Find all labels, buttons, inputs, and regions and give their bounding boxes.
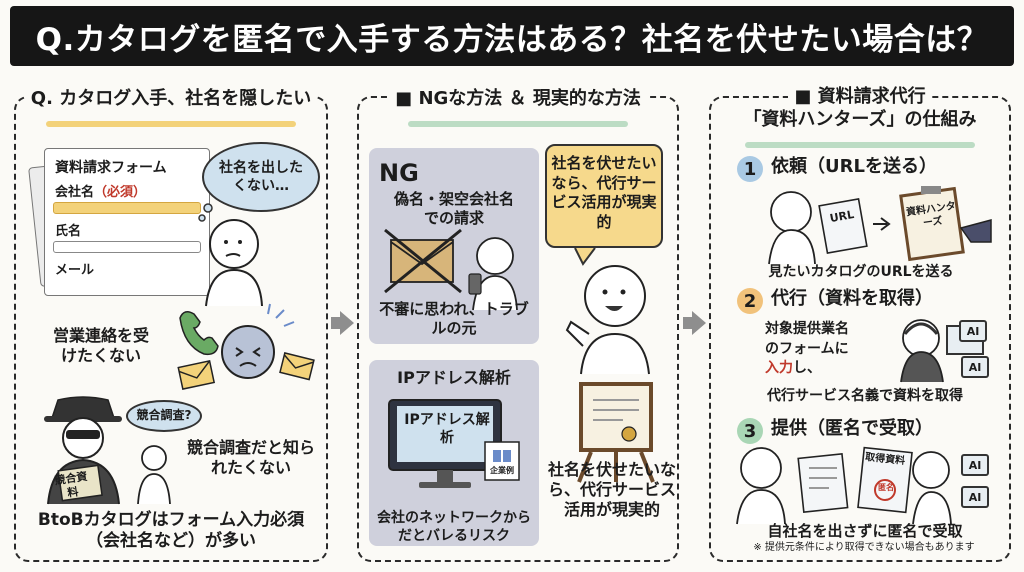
thought-bubble: 社名を出したくない…	[202, 142, 320, 212]
step2-line4: 代行サービス名義で資料を取得	[767, 388, 963, 404]
thought-bubble-text: 社名を出したくない…	[219, 159, 303, 194]
name-field	[53, 241, 201, 253]
ai-badge: AI	[961, 486, 989, 508]
title-underline	[745, 142, 975, 148]
step2-line3-rest: し、	[793, 360, 821, 377]
monitor-text: IPアドレス解析	[404, 412, 490, 446]
arrow-right-icon	[340, 311, 354, 335]
ng-box-ip: IPアドレス解析 IPアドレス解析 企業例 会社のネットワークからだとバレるリス…	[369, 360, 539, 546]
step2-line1: 対象提供業名	[765, 321, 849, 337]
footnote: ※ 提供元条件により取得できない場合もあります	[753, 542, 975, 553]
company-field	[53, 202, 201, 214]
arrow-shaft-2	[683, 317, 693, 329]
step2-title: 代行（資料を取得）	[771, 288, 933, 309]
panel-service-title-1: ■ 資料請求代行	[788, 84, 932, 110]
panel-service-title-2: 「資料ハンターズ」の仕組み	[737, 107, 983, 133]
speech-bubble-text: 社名を伏せたいなら、代行サービス活用が現実的	[551, 154, 657, 231]
step2-number: 2	[737, 288, 763, 314]
page-title: Q.カタログを匿名で入手する方法はある？社名を伏せたい場合は？	[35, 21, 989, 58]
form-required-label: （必須）	[94, 185, 147, 200]
panel-methods-title-wrap: ■ NGな方法 ＆ 現実的な方法	[359, 86, 677, 131]
competitor-text: 競合調査だと知られたくない	[186, 438, 315, 477]
ng1-text: 偽名・架空会社名での請求	[393, 190, 514, 227]
competitor-doc-label: 競合資料	[53, 469, 89, 500]
step2-line2: のフォームに	[765, 340, 849, 357]
right-caption: 社名を伏せたいなら、代行サービス活用が現実的	[547, 460, 676, 519]
stamp-text: 匿名	[878, 483, 894, 492]
ai-badge: AI	[961, 454, 989, 476]
arrow-right-icon	[692, 311, 706, 335]
ai-badge: AI	[959, 320, 987, 342]
panel-methods: ■ NGな方法 ＆ 現実的な方法 NG 偽名・架空会社名での請求 不審に思われ、…	[357, 86, 679, 562]
form-mail-label: メール	[55, 263, 95, 278]
step2-input-red: 入力	[765, 360, 793, 377]
step2-body: 対象提供業名 のフォームに 入力し、	[765, 320, 849, 379]
ng-label: NG	[379, 159, 419, 187]
panel-service: ■ 資料請求代行 「資料ハンターズ」の仕組み 1 依頼（URLを送る） URL …	[709, 84, 1011, 562]
step3-illustration	[736, 446, 952, 525]
panel-problem: Q. カタログ入手、社名を隠したい 資料請求フォーム 会社名（必須） 氏名 メー…	[14, 86, 328, 562]
speech-bubble: 社名を伏せたいなら、代行サービス活用が現実的	[545, 144, 663, 248]
ng1-caption: 不審に思われ、トラブルの元	[379, 300, 529, 337]
request-form: 資料請求フォーム 会社名（必須） 氏名 メール	[44, 148, 210, 296]
ng2-caption: 会社のネットワークからだとバレるリスク	[377, 510, 531, 544]
step1-title: 依頼（URLを送る）	[771, 156, 937, 177]
step1-caption: 見たいカタログのURLを送る	[768, 264, 954, 280]
spy-person-icon	[44, 396, 122, 505]
panel-problem-title-wrap: Q. カタログ入手、社名を隠したい	[16, 86, 326, 131]
title-banner: Q.カタログを匿名で入手する方法はある？社名を伏せたい場合は？	[10, 6, 1014, 66]
sales-text: 営業連絡を受けたくない	[52, 326, 149, 365]
speech-tail	[574, 247, 596, 266]
stressed-person-icon	[177, 303, 315, 390]
step3-number: 3	[737, 418, 763, 444]
thought-dots	[198, 203, 213, 222]
company-label: 企業例	[490, 466, 514, 475]
bottom-summary: BtoBカタログはフォーム入力必須（会社名など）が多い	[37, 510, 305, 552]
step3-caption: 自社名を出さずに匿名で受取	[767, 522, 963, 540]
panel-methods-title: ■ NGな方法 ＆ 現実的な方法	[389, 86, 647, 112]
form-title: 資料請求フォーム	[55, 160, 167, 176]
step2-line3: 入力し、	[765, 359, 849, 379]
ng-box-fake-name: NG 偽名・架空会社名での請求 不審に思われ、トラブルの元	[369, 148, 539, 344]
easel-certificate-icon	[577, 382, 655, 483]
arrow-shaft-1	[331, 317, 341, 329]
pointing-person-icon	[565, 265, 650, 375]
panel-service-title-wrap: ■ 資料請求代行 「資料ハンターズ」の仕組み	[711, 84, 1009, 152]
competitor-bubble-text: 競合調査?	[136, 408, 192, 423]
crossed-envelope-icon	[384, 228, 518, 311]
ng2-title: IPアドレス解析	[397, 368, 511, 387]
form-name-label: 氏名	[55, 224, 82, 239]
person-worried-icon	[205, 219, 263, 307]
panel-problem-title: Q. カタログ入手、社名を隠したい	[24, 86, 318, 112]
monitor-icon	[388, 399, 520, 488]
competitor-bubble: 競合調査?	[126, 400, 202, 432]
step1-number: 1	[737, 156, 763, 182]
step1-illustration	[768, 186, 992, 265]
step3-title: 提供（匿名で受取）	[771, 418, 933, 439]
title-underline	[408, 121, 628, 127]
form-company-label: 会社名	[55, 185, 95, 200]
small-person-icon	[137, 445, 171, 505]
ai-badge: AI	[961, 356, 989, 378]
title-underline	[46, 121, 296, 127]
